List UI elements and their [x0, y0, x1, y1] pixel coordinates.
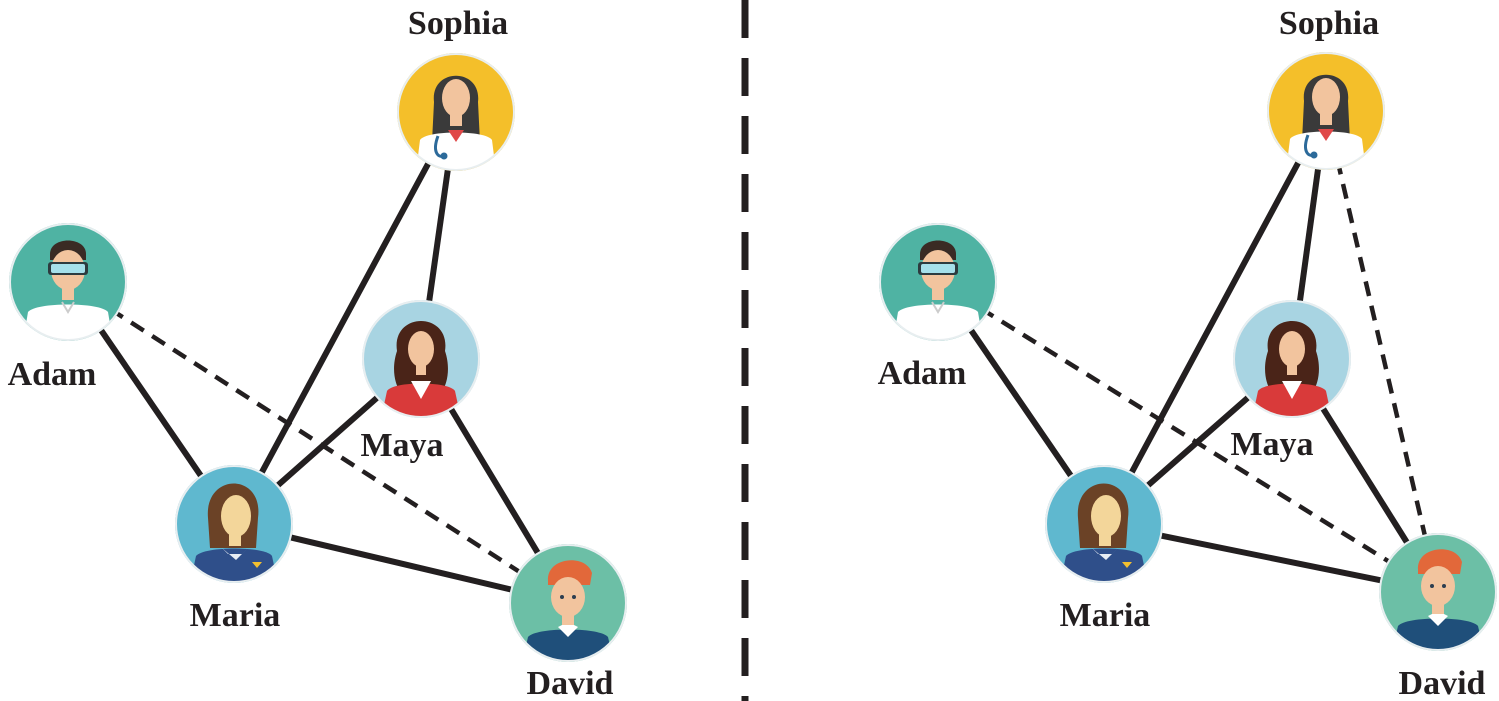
maria-avatar-icon: [190, 483, 278, 582]
david-avatar-icon: [1392, 549, 1484, 650]
node-label-maya: Maya: [1230, 426, 1313, 463]
edge-sophia-maria-solid: [1101, 109, 1329, 526]
node-label-adam: Adam: [878, 355, 967, 392]
maria-avatar-icon: [1060, 483, 1148, 582]
node-label-maya: Maya: [360, 427, 443, 464]
maya-avatar-icon: [381, 321, 461, 417]
edge-sophia-david-dashed: [1323, 110, 1441, 593]
node-label-adam: Adam: [8, 356, 97, 393]
node-label-david: David: [527, 665, 614, 701]
edges: [935, 109, 1441, 595]
sophia-avatar-icon: [1286, 74, 1366, 169]
node-adam: [879, 223, 997, 341]
adam-avatar-icon: [23, 240, 113, 340]
adam-avatar-icon: [893, 240, 983, 340]
node-maya: [362, 300, 480, 418]
node-label-maria: Maria: [190, 597, 281, 634]
node-david: [509, 544, 627, 662]
edge-adam-david-dashed: [66, 280, 570, 605]
edge-adam-david-dashed: [936, 280, 1440, 594]
node-maya: [1233, 300, 1351, 418]
david-avatar-icon: [522, 560, 614, 661]
edges: [65, 110, 571, 606]
node-maria: [1045, 465, 1163, 583]
node-david: [1379, 533, 1497, 651]
node-label-sophia: Sophia: [1279, 5, 1379, 42]
node-sophia: [1267, 52, 1385, 170]
edge-sophia-maria-solid: [231, 110, 459, 526]
node-label-david: David: [1399, 665, 1486, 701]
node-label-sophia: Sophia: [408, 5, 508, 42]
node-label-maria: Maria: [1060, 597, 1151, 634]
node-maria: [175, 465, 293, 583]
sophia-avatar-icon: [416, 75, 496, 170]
node-adam: [9, 223, 127, 341]
maya-avatar-icon: [1252, 321, 1332, 417]
node-sophia: [397, 53, 515, 171]
